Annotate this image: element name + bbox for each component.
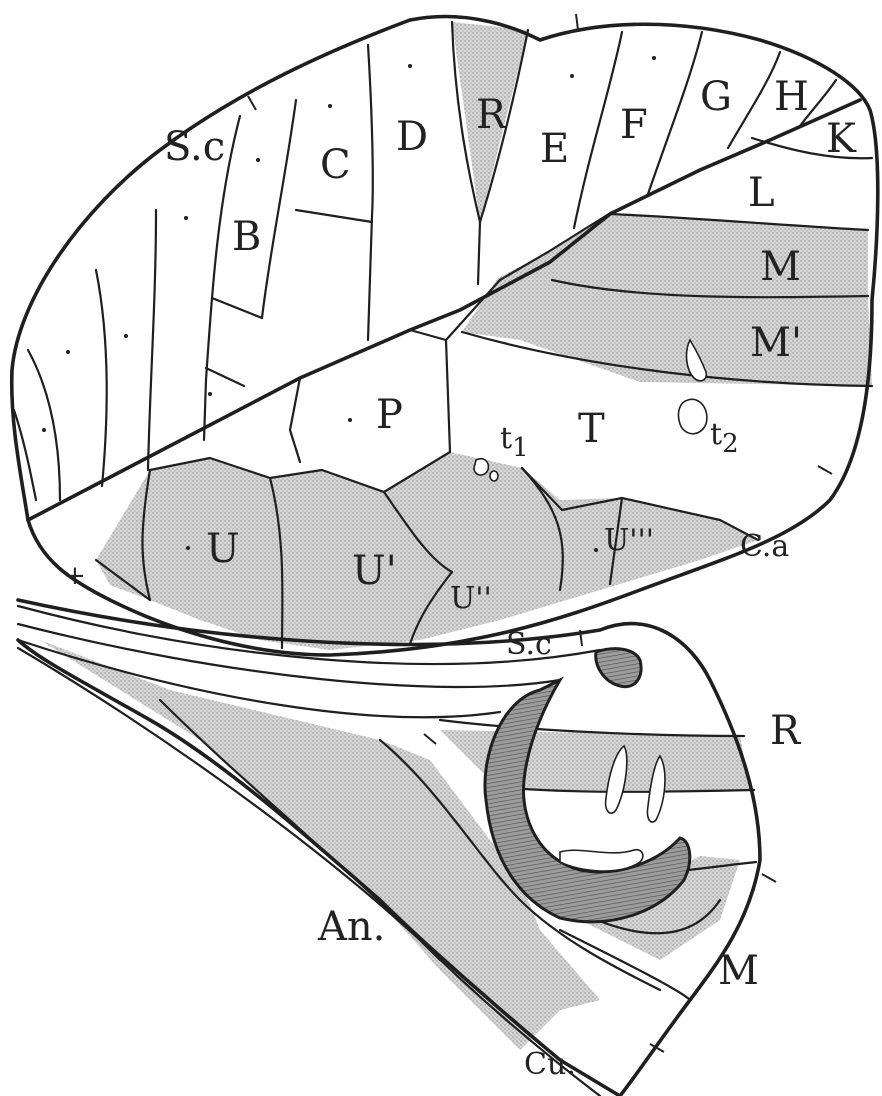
label-d: D — [396, 114, 428, 160]
hw-label-sc: S.c — [506, 627, 552, 662]
vein-b-lower — [212, 298, 262, 318]
vein-b-c — [262, 100, 296, 318]
hw-label-cu: Cu. — [524, 1047, 576, 1082]
label-m-prime: M' — [750, 320, 802, 366]
vein-f-g — [648, 32, 702, 194]
vein-c-mid — [296, 210, 372, 222]
dot-7 — [124, 334, 128, 338]
label-f: F — [620, 102, 648, 148]
dot-4 — [328, 104, 332, 108]
vein-1 — [290, 378, 300, 462]
dot-13 — [208, 392, 212, 396]
spot-t2-oval — [678, 399, 706, 433]
tick-2 — [576, 14, 578, 30]
vein-g-h — [728, 52, 780, 148]
label-u: U — [206, 526, 240, 572]
spot-t1b — [490, 471, 498, 481]
dot-11 — [186, 546, 190, 550]
hw-label-m: M — [718, 948, 759, 994]
dot-6 — [184, 216, 188, 220]
label-b: B — [232, 214, 261, 260]
vein-c-d — [368, 45, 373, 340]
dot-5 — [256, 158, 260, 162]
label-t: T — [578, 406, 605, 452]
dot-8 — [66, 350, 70, 354]
dot-10 — [348, 418, 352, 422]
spot-t1a — [474, 459, 488, 475]
dot-12 — [594, 548, 598, 552]
label-h: H — [774, 74, 809, 120]
vein-left-2 — [148, 210, 156, 470]
hindwing-tick-4 — [424, 734, 436, 744]
label-sc: S.c — [164, 124, 225, 170]
hindwing: S.c R M An. Cu. — [18, 600, 802, 1096]
label-ca: C.a — [740, 529, 789, 564]
hindwing-tick-2 — [762, 874, 776, 882]
label-k: K — [826, 116, 857, 162]
hw-label-an: An. — [317, 904, 385, 950]
vein-b-low2 — [206, 368, 244, 386]
label-r: R — [476, 92, 508, 138]
forewing: + S.c B C D R E F G H K L M M' P T t1 t2… — [12, 14, 878, 655]
dot-2 — [570, 74, 574, 78]
tick-3 — [818, 466, 832, 474]
vein-left-4 — [28, 350, 60, 500]
hindwing-crescent-tip — [596, 649, 641, 687]
vein-e-f — [574, 32, 622, 228]
label-g: G — [700, 74, 732, 120]
tick-1 — [248, 96, 256, 110]
dot-3 — [652, 56, 656, 60]
dot-1 — [408, 64, 412, 68]
vein-left-3 — [96, 270, 107, 486]
label-e: E — [540, 126, 569, 172]
label-p: P — [376, 392, 403, 438]
hindwing-costa-3 — [18, 640, 500, 717]
label-t2: t2 — [710, 417, 739, 459]
label-u-prime: U' — [352, 548, 397, 594]
hw-label-r: R — [770, 708, 802, 754]
label-m: M — [760, 244, 801, 290]
label-c: C — [320, 142, 351, 188]
label-u-tprime: U''' — [604, 523, 654, 558]
vein-2 — [410, 330, 450, 452]
label-t1: t1 — [500, 421, 529, 463]
label-l: L — [748, 170, 775, 216]
dot-9 — [42, 428, 46, 432]
label-u-dprime: U'' — [450, 581, 492, 616]
base-cross-mark: + — [64, 561, 86, 591]
